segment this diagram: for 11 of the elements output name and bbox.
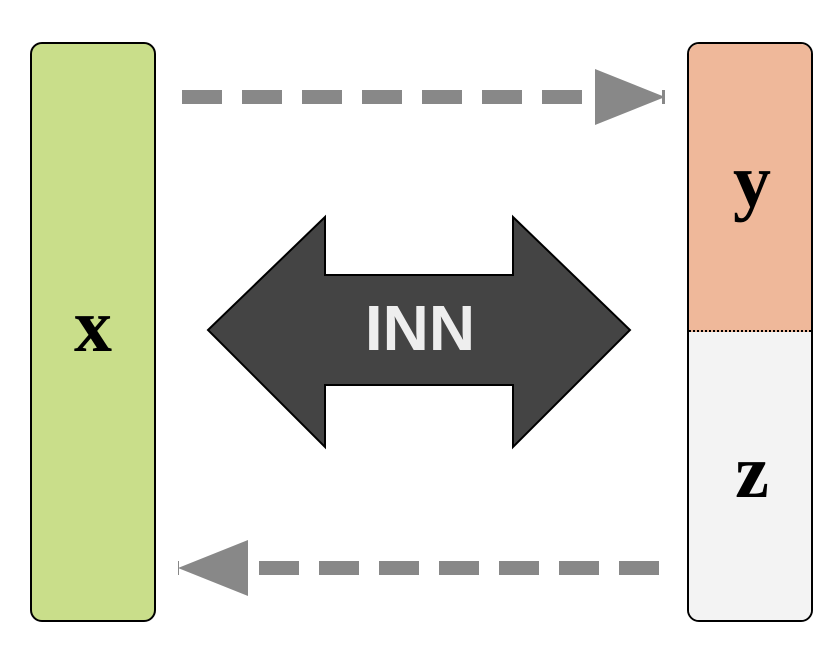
variable-label: x: [74, 288, 112, 370]
vector-box: [30, 42, 156, 622]
vector-box: [689, 332, 811, 620]
vector-box: [689, 44, 811, 332]
variable-label: y: [733, 143, 771, 225]
dashed-arrow: [182, 69, 665, 125]
double-arrow: [206, 214, 632, 450]
dashed-arrow: [178, 540, 659, 596]
edge-label: INN: [364, 296, 476, 360]
vector-bar: [687, 42, 813, 622]
variable-label: z: [735, 434, 769, 516]
